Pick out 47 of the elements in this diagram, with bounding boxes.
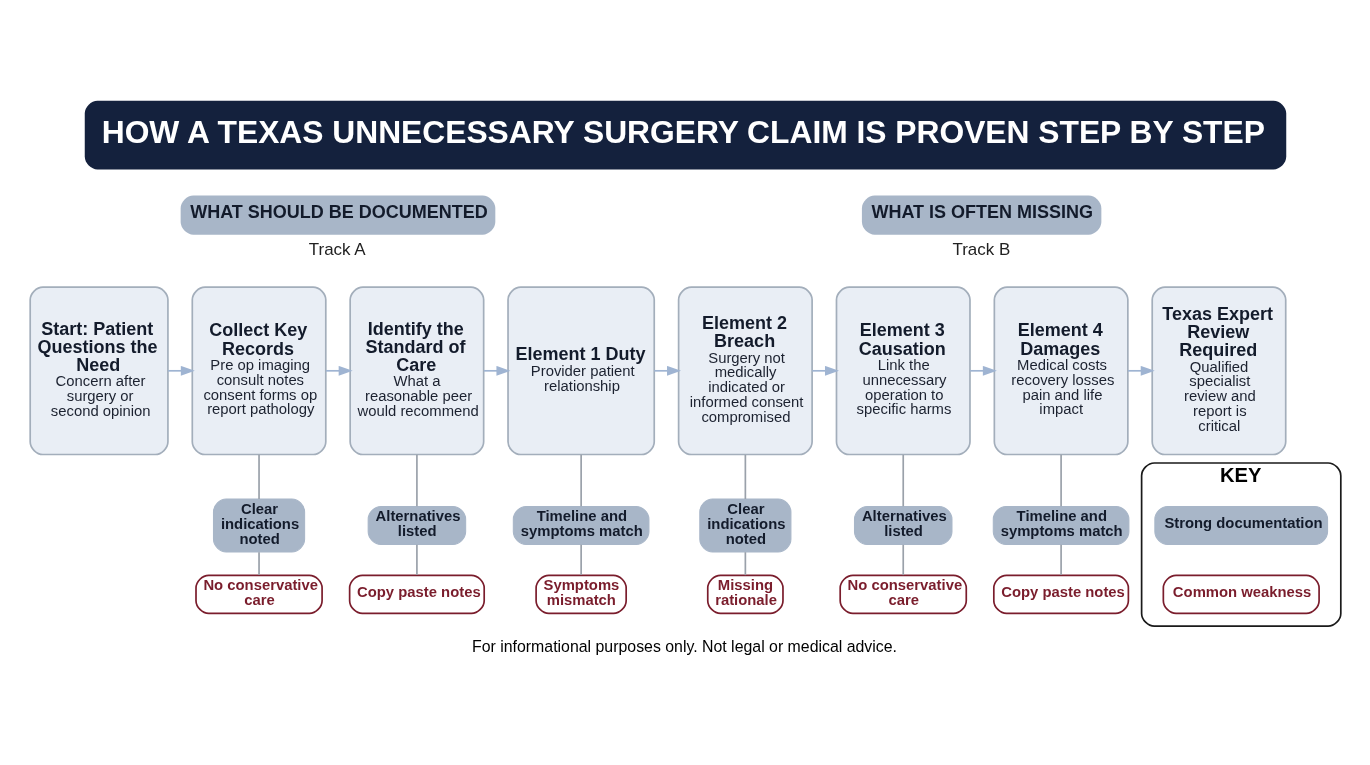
node-label: Track A: [308, 239, 366, 259]
arrow: [482, 365, 510, 376]
caption: For informational purposes only. Not legal or medical advice.: [471, 637, 897, 655]
node-label: Track B: [952, 239, 1010, 259]
connector: [579, 543, 582, 576]
arrow: [810, 365, 839, 376]
connector: [415, 453, 418, 507]
arrow: [166, 365, 195, 376]
connector: [1059, 543, 1062, 576]
connector: [257, 550, 260, 576]
connector: [744, 550, 746, 576]
node-box: Alternatives listed: [367, 505, 466, 545]
arrow: [1126, 365, 1155, 376]
node-box: Timeline and symptoms match: [992, 505, 1129, 545]
node-box: Element 2 Breach Surgery not medically indicated or informed consent compromised: [677, 285, 813, 455]
connector: [579, 453, 582, 507]
diagram-title: HOW A TEXAS UNNECESSARY SURGERY CLAIM IS PROVEN STEP BY STEP: [101, 112, 1265, 149]
legend-label: Common weakness: [1172, 583, 1311, 600]
node-box: WHAT SHOULD BE DOCUMENTED: [180, 194, 495, 235]
node-box: WHAT IS OFTEN MISSING: [861, 194, 1101, 235]
node-box: Element 3 Causation Link the unnecessary operation to specific harms: [835, 285, 971, 455]
node-box: Copy paste notes: [348, 573, 485, 614]
node-box: Copy paste notes: [992, 573, 1129, 614]
connector: [257, 453, 260, 500]
node-box: Missing rationale: [706, 573, 784, 614]
connector: [901, 543, 904, 576]
arrow: [324, 365, 353, 376]
node-box: Clear indications noted: [698, 498, 791, 552]
arrow: [652, 365, 681, 376]
node-box: Element 1 Duty Provider patient relationship: [506, 285, 655, 455]
legend-label: Strong documentation: [1163, 514, 1323, 531]
node-box: Symptoms mismatch: [534, 573, 627, 614]
node-box: Identify the Standard of Care What a reasonable peer would recommend: [348, 285, 484, 455]
node-box: Texas Expert Review Required Qualified specialist review and report is critical: [1150, 285, 1287, 455]
node-box: Start: Patient Questions the Need Concern after surgery or second opinion: [28, 285, 169, 455]
connector: [1059, 453, 1062, 507]
connector: [744, 453, 746, 500]
node-box: No conservative care: [194, 573, 323, 614]
node-box: No conservative care: [838, 573, 967, 614]
connector: [415, 543, 418, 576]
node-box: Clear indications noted: [212, 498, 305, 552]
node-box: Timeline and symptoms match: [512, 505, 649, 545]
node-box: Alternatives listed: [853, 505, 952, 545]
connector: [901, 453, 904, 507]
node-box: Element 4 Damages Medical costs recovery losses pain and life impact: [993, 285, 1129, 455]
arrow: [968, 365, 997, 376]
node-box: Collect Key Records Pre op imaging consult notes consent forms op report pathology: [190, 285, 327, 455]
